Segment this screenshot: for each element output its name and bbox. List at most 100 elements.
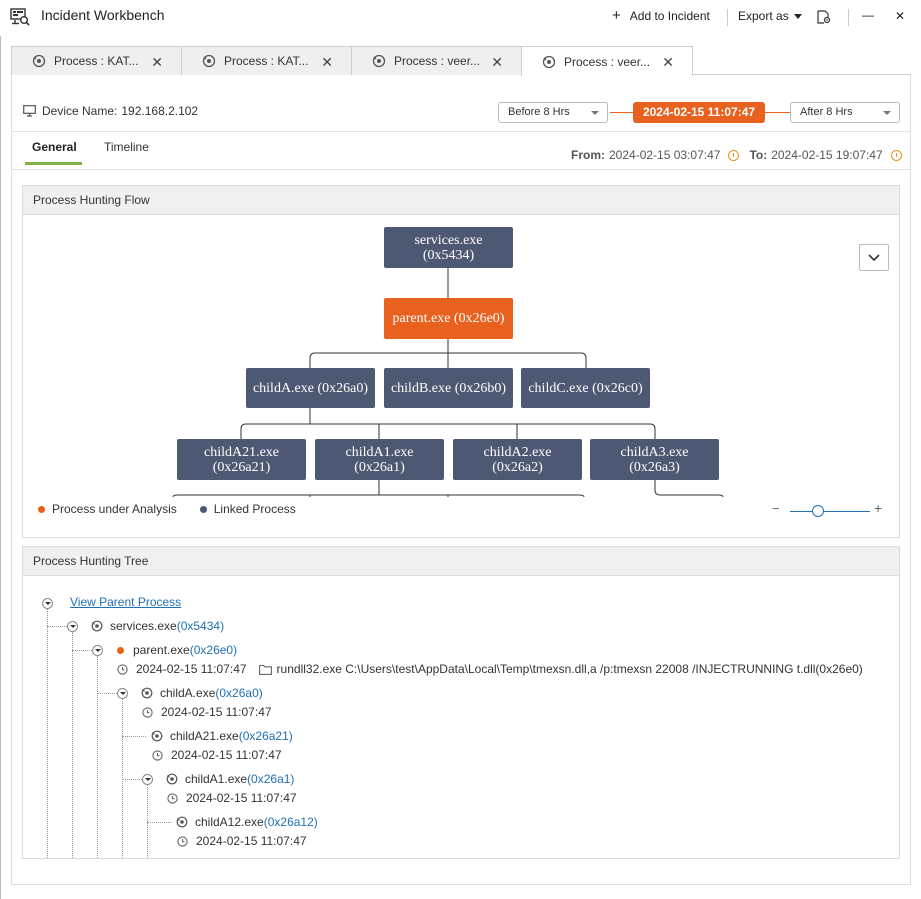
- tab-general[interactable]: General: [32, 140, 77, 154]
- device-name-value: 192.168.2.102: [121, 104, 199, 118]
- process-hunting-tree-panel: Process Hunting Tree: [22, 546, 900, 859]
- process-time: 2024-02-15 11:07:47: [161, 705, 272, 719]
- toolbar-divider: [848, 9, 849, 26]
- node-label: childA.exe (0x26a0): [252, 380, 369, 396]
- folder-icon: [258, 664, 272, 675]
- flow-node-childA21[interactable]: childA21.exe (0x26a21): [177, 439, 306, 480]
- legend-dot-linked: [199, 505, 207, 513]
- process-pid[interactable]: (0x26a1): [247, 772, 295, 786]
- flow-node-services[interactable]: services.exe (0x5434): [384, 227, 513, 268]
- tree-toggle-childA[interactable]: [117, 688, 128, 699]
- tree-node-childA12[interactable]: childA12.exe (0x26a12): [176, 815, 318, 829]
- caret-down-icon: [793, 13, 802, 19]
- flow-node-childC[interactable]: childC.exe (0x26c0): [521, 368, 650, 408]
- center-time-badge[interactable]: 2024-02-15 11:07:47: [633, 102, 765, 123]
- flow-node-parent[interactable]: parent.exe (0x26e0): [384, 298, 513, 339]
- node-label: childB.exe (0x26b0): [390, 380, 507, 396]
- flow-node-childA3[interactable]: childA3.exe (0x26a3): [590, 439, 719, 480]
- active-tab-indicator: [25, 162, 82, 165]
- export-as-button[interactable]: Export as: [738, 9, 802, 23]
- collapse-flow-button[interactable]: [859, 244, 889, 271]
- process-icon: [151, 730, 163, 742]
- tab-process-2[interactable]: Process : KAT... ✕: [181, 46, 352, 75]
- process-pid[interactable]: (0x26a21): [238, 729, 293, 743]
- tree-guide-line: [47, 626, 67, 627]
- view-parent-process-link[interactable]: View Parent Process: [70, 595, 181, 609]
- divider: [12, 131, 910, 132]
- tree-node-childA21[interactable]: childA21.exe (0x26a21): [151, 729, 293, 743]
- from-label: From:: [571, 148, 605, 162]
- clock-icon: [152, 749, 163, 761]
- chevron-down-icon: [591, 111, 599, 115]
- node-label: childA21.exe: [203, 444, 280, 460]
- tree-toggle-childA1[interactable]: [142, 774, 153, 785]
- tab-process-1[interactable]: Process : KAT... ✕: [11, 46, 182, 75]
- process-time: 2024-02-15 11:07:47: [136, 662, 247, 676]
- flow-legend: Process under Analysis Linked Process: [38, 502, 296, 516]
- tab-close-icon[interactable]: ✕: [321, 54, 333, 70]
- tree-toggle-parent[interactable]: [92, 645, 103, 656]
- to-label: To:: [749, 148, 768, 162]
- tab-close-icon[interactable]: ✕: [151, 54, 163, 70]
- tab-label: Process : veer...: [394, 54, 481, 68]
- close-window-button[interactable]: ✕: [895, 9, 905, 23]
- tree-guide-line: [147, 785, 148, 858]
- tree-node-parent[interactable]: parent.exe (0x26e0): [117, 643, 237, 657]
- info-icon[interactable]: [890, 149, 902, 161]
- tab-timeline[interactable]: Timeline: [104, 140, 149, 154]
- process-pid[interactable]: (0x5434): [176, 619, 225, 633]
- legend-linked: Linked Process: [213, 502, 296, 516]
- tree-node-childA1[interactable]: childA1.exe (0x26a1): [166, 772, 294, 786]
- node-pid: (0x5434): [422, 247, 475, 263]
- zoom-out-button[interactable]: −: [772, 501, 780, 516]
- info-icon[interactable]: [728, 149, 740, 161]
- zoom-slider-track[interactable]: [790, 511, 870, 512]
- tab-close-icon[interactable]: ✕: [491, 54, 503, 70]
- tree-node-childA12-time: 2024-02-15 11:07:47: [177, 834, 307, 848]
- close-icon: ✕: [895, 9, 906, 23]
- tree-guide-line: [72, 650, 92, 651]
- view-parent-label: View Parent Process: [70, 595, 182, 609]
- divider: [12, 169, 910, 170]
- process-name: childA21.exe: [170, 729, 239, 743]
- process-icon: [166, 773, 178, 785]
- under-analysis-dot: [117, 646, 124, 654]
- process-hunting-flow-panel: Process Hunting Flow: [22, 185, 900, 538]
- tab-close-icon[interactable]: ✕: [662, 54, 674, 70]
- before-hours-select[interactable]: Before 8 Hrs: [498, 102, 608, 123]
- tab-process-4[interactable]: Process : veer... ✕: [521, 46, 693, 76]
- tree-node-childA-time: 2024-02-15 11:07:47: [142, 705, 272, 719]
- minimize-icon: —: [862, 8, 874, 22]
- process-icon: [372, 54, 386, 68]
- flow-node-childA2[interactable]: childA2.exe (0x26a2): [453, 439, 582, 480]
- toolbar-divider: [727, 9, 728, 26]
- tree-guide-line: [97, 693, 117, 694]
- add-to-incident-button[interactable]: + Add to Incident: [612, 8, 710, 23]
- process-command-line: rundll32.exe C:\Users\test\AppData\Local…: [276, 662, 863, 676]
- after-hours-value: After 8 Hrs: [800, 106, 853, 118]
- process-pid[interactable]: (0x26a0): [215, 686, 263, 700]
- tree-node-services[interactable]: services.exe (0x5434): [91, 619, 224, 633]
- tree-toggle-services[interactable]: [67, 621, 78, 632]
- export-as-label: Export as: [738, 9, 789, 23]
- process-pid[interactable]: (0x26e0): [189, 643, 238, 657]
- zoom-slider-thumb[interactable]: [812, 505, 824, 517]
- node-pid: (0x26a1): [354, 459, 405, 475]
- flow-node-childA1[interactable]: childA1.exe (0x26a1): [315, 439, 444, 480]
- tab-label: Process : KAT...: [224, 54, 309, 68]
- tree-node-childA[interactable]: childA.exe (0x26a0): [141, 686, 263, 700]
- flow-node-childB[interactable]: childB.exe (0x26b0): [384, 368, 513, 408]
- zoom-in-button[interactable]: +: [874, 500, 883, 516]
- flow-node-childA[interactable]: childA.exe (0x26a0): [246, 368, 375, 408]
- title-bar: Incident Workbench + Add to Incident Exp…: [0, 0, 921, 36]
- tree-toggle-root[interactable]: [42, 598, 53, 609]
- tree-guide-line: [47, 608, 48, 858]
- minimize-button[interactable]: —: [862, 8, 874, 22]
- tree-guide-line: [122, 699, 123, 858]
- process-icon: [141, 687, 153, 699]
- tab-process-3[interactable]: Process : veer... ✕: [351, 46, 522, 75]
- report-settings-icon[interactable]: [817, 10, 831, 24]
- after-hours-select[interactable]: After 8 Hrs: [790, 102, 900, 123]
- process-pid[interactable]: (0x26a12): [263, 815, 318, 829]
